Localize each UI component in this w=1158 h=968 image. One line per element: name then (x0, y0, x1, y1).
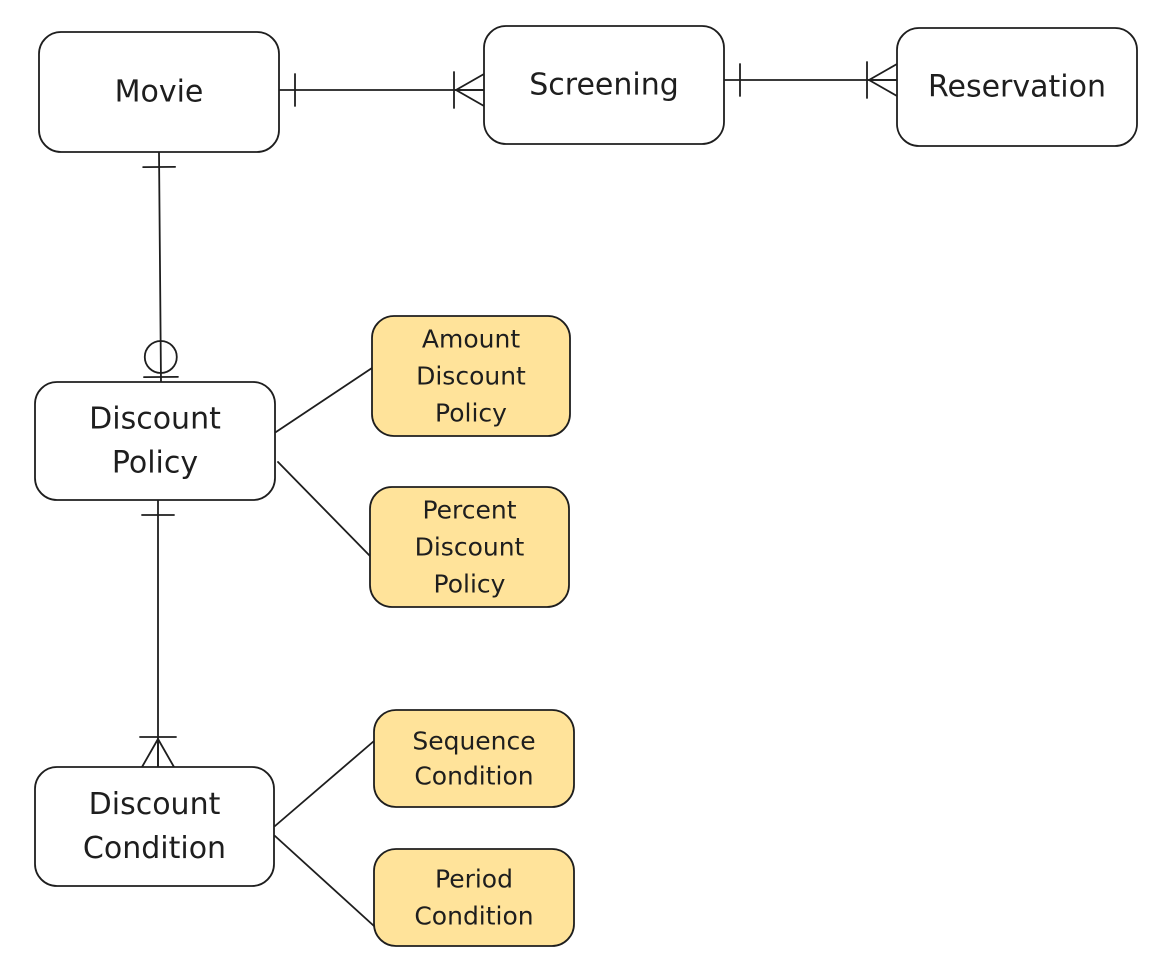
edge-discount-policy-to-discount-condition-to-marker (139, 736, 177, 768)
node-label-movie-0: Movie (115, 75, 204, 110)
node-box-discount-policy (34, 381, 276, 501)
node-label-period-condition-1: Condition (414, 902, 533, 931)
node-box-movie (38, 31, 280, 153)
node-label-amount-discount-policy-1: Discount (416, 362, 526, 391)
node-box-screening (483, 25, 725, 145)
node-label-screening-0: Screening (529, 68, 679, 103)
edges-layer (157, 79, 898, 927)
node-reservation: Reservation (896, 27, 1138, 147)
node-label-sequence-condition-1: Condition (414, 762, 533, 791)
node-screening: Screening (483, 25, 725, 145)
node-label-reservation-0: Reservation (928, 70, 1106, 105)
node-label-percent-discount-policy-1: Discount (415, 533, 525, 562)
node-label-sequence-condition-0: Sequence (412, 727, 535, 756)
node-label-percent-discount-policy-0: Percent (422, 496, 516, 525)
node-box-period-condition (373, 848, 575, 947)
edge-movie-to-discount-policy-to-marker (143, 340, 179, 379)
node-label-amount-discount-policy-0: Amount (422, 325, 520, 354)
edge-discount-condition-to-period-condition (274, 835, 375, 927)
edge-discount-policy-to-percent-discount-policy (277, 461, 371, 557)
edge-discount-policy-to-amount-discount-policy (275, 367, 373, 433)
node-box-discount-condition (34, 766, 275, 887)
markers-layer (139, 61, 898, 768)
node-box-amount-discount-policy (371, 315, 571, 437)
node-label-discount-policy-1: Policy (112, 446, 198, 481)
node-box-reservation (896, 27, 1138, 147)
node-box-sequence-condition (373, 709, 575, 808)
edge-movie-to-discount-policy (158, 151, 162, 383)
node-box-percent-discount-policy (369, 486, 570, 608)
node-label-amount-discount-policy-2: Policy (435, 399, 507, 428)
node-label-period-condition-0: Period (435, 865, 513, 894)
node-label-discount-condition-1: Condition (83, 831, 226, 866)
edge-movie-to-screening-to-marker (453, 71, 485, 109)
edge-discount-condition-to-sequence-condition (274, 740, 375, 827)
node-label-percent-discount-policy-2: Policy (434, 570, 506, 599)
node-movie: Movie (38, 31, 280, 153)
edge-screening-to-reservation-to-marker (866, 61, 898, 99)
node-label-discount-policy-0: Discount (89, 402, 221, 437)
node-label-discount-condition-0: Discount (89, 787, 221, 822)
